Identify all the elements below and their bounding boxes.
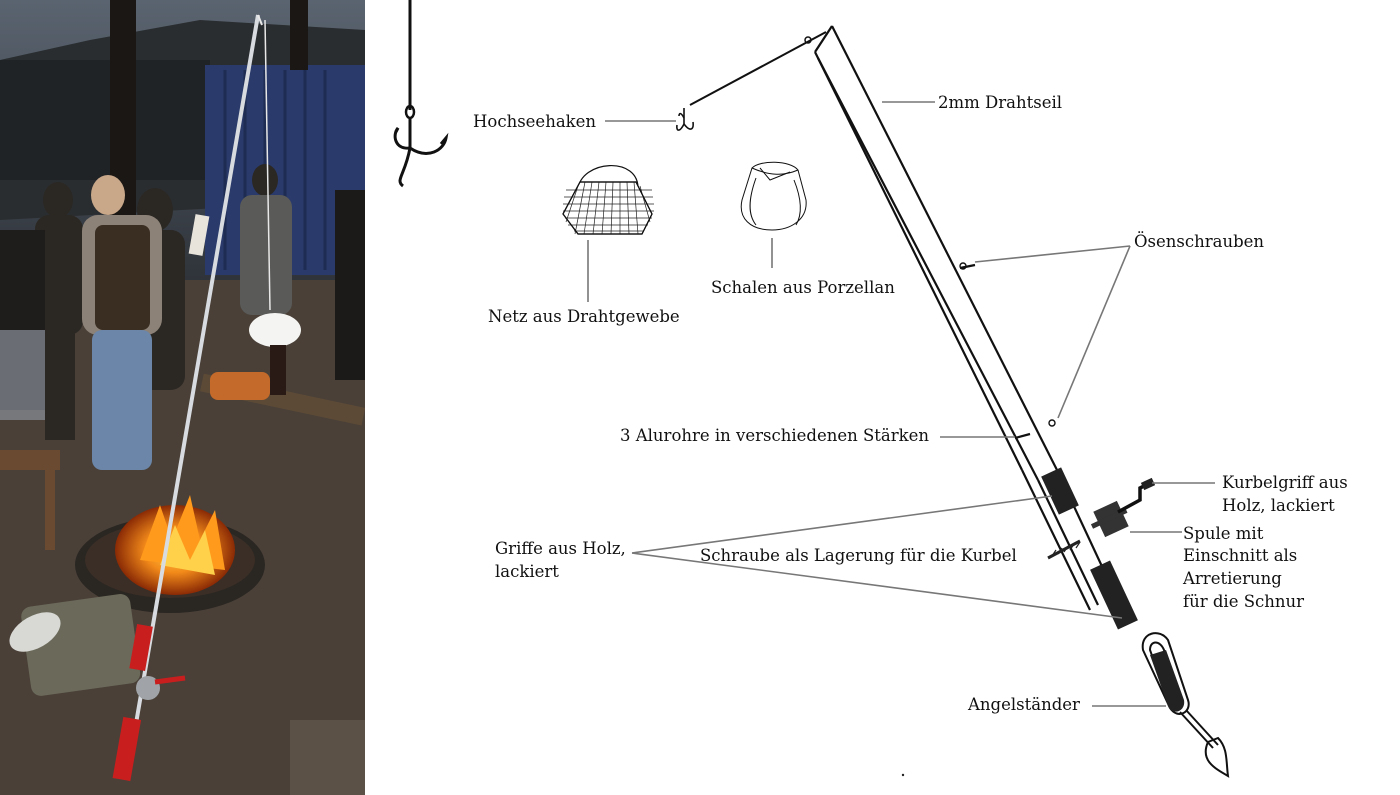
label-grips-line1: Griffe aus Holz, <box>495 539 626 558</box>
label-crank-handle-line1: Kurbelgriff aus <box>1222 473 1348 492</box>
label-eye-screws: Ösenschrauben <box>1134 231 1264 251</box>
rod-tubes <box>814 25 1121 611</box>
label-tubes: 3 Alurohre in verschiedenen Stärken <box>620 426 929 445</box>
eye-screw-upper <box>959 262 967 270</box>
label-wire: 2mm Drahtseil <box>938 93 1062 112</box>
upper-wooden-grip <box>1041 467 1079 515</box>
hanging-porcelain-bowl <box>249 313 301 347</box>
treble-hook-icon <box>393 0 449 188</box>
small-hook-icon <box>676 108 694 131</box>
rod-red-grip <box>129 623 153 672</box>
label-spool-line1: Spule mit <box>1183 524 1264 543</box>
leader-lines <box>587 101 1215 707</box>
label-grips-line2: lackiert <box>495 562 559 581</box>
label-stand: Angelständer <box>967 695 1080 714</box>
label-screw: Schraube als Lagerung für die Kurbel <box>700 546 1017 565</box>
porcelain-bowl-icon <box>740 161 807 231</box>
label-spool-line4: für die Schnur <box>1183 592 1304 611</box>
label-crank-handle-line2: Holz, lackiert <box>1222 496 1335 515</box>
eye-screw-lower <box>1048 419 1056 427</box>
spool-and-crank <box>1090 477 1156 538</box>
wire-rope <box>689 31 827 106</box>
bearing-screw <box>1047 539 1081 560</box>
wire-net-basket-icon <box>562 165 654 235</box>
campfire-photo <box>0 0 365 795</box>
label-hook: Hochseehaken <box>473 112 596 131</box>
label-spool-line2: Einschnitt als <box>1183 546 1297 565</box>
label-spool-line3: Arretierung <box>1182 569 1282 588</box>
rod-stand <box>1141 632 1230 778</box>
lower-wooden-grip <box>1090 560 1138 630</box>
label-bowls: Schalen aus Porzellan <box>711 278 895 297</box>
label-net: Netz aus Drahtgewebe <box>488 307 680 326</box>
